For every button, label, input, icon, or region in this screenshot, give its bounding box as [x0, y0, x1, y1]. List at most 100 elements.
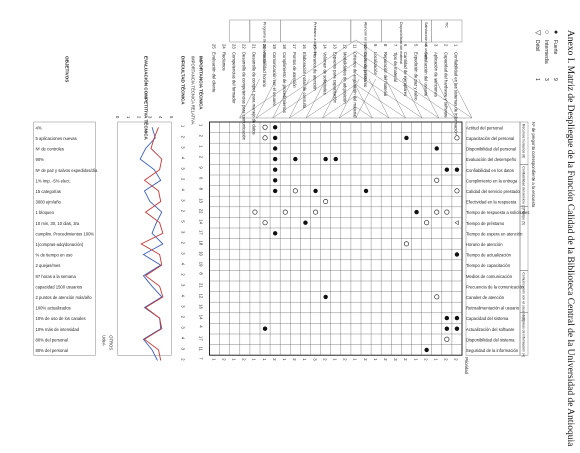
technical-characteristic: Tiempo de actualización — [466, 253, 512, 258]
importance-value: 22 — [199, 209, 204, 214]
difficulty-value: 2 — [181, 178, 186, 181]
roof-diagonal — [338, 78, 360, 119]
priority-value: 1 — [282, 358, 287, 361]
strong-relation-mark — [424, 347, 429, 353]
priority-value: 1 — [302, 358, 307, 361]
importance-value: 18 — [199, 241, 204, 246]
priority-value: 1 — [252, 358, 257, 361]
question-number: 1 — [454, 44, 459, 47]
importance-value: 1 — [199, 145, 204, 148]
medium-relation-mark — [282, 209, 288, 215]
importance-value: 6 — [199, 177, 204, 180]
technical-characteristic: Actitud del personal — [466, 125, 503, 130]
roof-diagonal — [402, 78, 423, 119]
strong-relation-mark — [454, 252, 460, 257]
strong-relation-mark — [272, 178, 278, 183]
importance-value: 19 — [199, 262, 204, 267]
priority-value: 1 — [211, 358, 216, 361]
objective-value: 2 quejas/mes — [36, 263, 61, 268]
priority-value: 2 — [454, 358, 459, 361]
importance-value: 14 — [199, 219, 204, 224]
priority-value: 2 — [383, 358, 388, 361]
medium-relation-mark — [424, 220, 430, 226]
question-number: 19 — [272, 44, 277, 49]
question-number: 25 — [211, 44, 216, 49]
importance-value: 8 — [199, 272, 204, 275]
medium-relation-mark — [444, 209, 450, 215]
chart-tick-label: 2 — [137, 116, 142, 119]
competitive-title: EVALUACIÓN COMPETITIVA TÉCNICA — [144, 56, 151, 141]
difficulty-value: 4 — [181, 295, 186, 298]
objective-value: 100% actualizados — [36, 306, 71, 311]
requirement-label: Horarios de atención — [312, 52, 317, 91]
strong-relation-mark — [272, 156, 278, 162]
question-number: 22 — [242, 44, 247, 49]
requirements-block: Confiabilidad en los sistemas de informa… — [211, 19, 463, 141]
medium-relation-mark — [444, 336, 450, 342]
bottom-evaluation-block: IMPORTANCIA TÉCNICA121296813221417181019… — [33, 56, 206, 361]
roof-diagonal — [289, 78, 310, 119]
priority-value: 3 — [393, 358, 398, 361]
medium-relation-mark — [434, 177, 440, 183]
requirement-label: Aplicación de sanciones — [434, 52, 439, 97]
strong-relation-mark — [323, 294, 328, 300]
question-number: 17 — [292, 44, 297, 49]
difficulty-value: 3 — [181, 305, 186, 308]
importance-value: 17 — [199, 336, 204, 341]
priority-value: 1 — [333, 358, 338, 361]
technical-characteristic: Capacidad del sistema — [466, 316, 509, 321]
priority-value: 2 — [272, 358, 277, 361]
technical-characteristic: Capacitación del personal — [466, 136, 514, 141]
technical-characteristic: Horario de atención — [466, 242, 503, 247]
legend-label: Débil — [534, 40, 540, 51]
priority-value: 1 — [413, 358, 418, 361]
legend-value: 3 — [543, 78, 549, 81]
technical-characteristic: Disponibilidad del personal — [466, 147, 516, 152]
importance-value: 2 — [199, 156, 204, 159]
objective-value: Nº de paz y salvos expedidos/día — [36, 168, 98, 173]
roof-line — [355, 50, 456, 119]
medium-relation-mark — [454, 135, 460, 141]
difficulty-value: 3 — [181, 252, 186, 255]
question-number: 18 — [282, 44, 287, 49]
legend-value: 1 — [534, 78, 540, 81]
roof-line — [355, 106, 373, 119]
importance-value: 11 — [199, 347, 204, 352]
difficulty-value: 3 — [181, 199, 186, 202]
roof-line — [339, 106, 356, 119]
question-number: 6 — [403, 44, 408, 47]
roof-diagonal — [255, 78, 277, 119]
requirement-label: Capacidad del hardware y software — [444, 52, 449, 118]
priority-value: 2 — [322, 358, 327, 361]
importance-value: 2 — [199, 135, 204, 138]
question-number: 13 — [333, 44, 338, 49]
importance-value: 10 — [199, 251, 204, 256]
strong-relation-mark — [414, 209, 419, 215]
requirement-label: Espacios para capacitación — [333, 52, 338, 104]
technical-characteristic: Efectividad en la respuesta — [466, 200, 517, 205]
chart-tick-label: 3 — [147, 116, 152, 119]
importance-value: 1 — [199, 124, 204, 127]
requirement-label: Desarrollo de compet. para manejo de dat… — [252, 52, 257, 135]
technical-characteristic: Medios de comunicación — [466, 274, 513, 279]
requirement-label: Competencias del formador — [232, 52, 237, 104]
medium-relation-mark — [262, 135, 268, 141]
importance-value: 4 — [199, 325, 204, 328]
chart-tick-label: 4 — [158, 116, 163, 119]
question-number: 8 — [383, 44, 388, 47]
column-group-label: Recursos humanos (8) — [522, 124, 526, 158]
objective-value: 80% del personal — [36, 348, 68, 353]
question-number: 21 — [252, 44, 257, 49]
question-number: 11 — [353, 44, 358, 49]
legend-symbol: ○ — [543, 30, 550, 34]
chart-tick-label: 5 — [169, 116, 174, 119]
difficulty-value: 2 — [181, 273, 186, 276]
difficulty-value: 2 — [181, 242, 186, 245]
importance-header: IMPORTANCIA TÉCNICA — [199, 56, 206, 110]
objective-value: 10% más de intensidad — [36, 327, 80, 332]
question-number: 7 — [393, 44, 398, 47]
requirement-label: Modalidades de adquisición — [343, 52, 348, 104]
technical-characteristic: Tiempo de espera en atención — [466, 231, 523, 236]
requirement-label: Elaboración notas de consulta — [302, 52, 307, 109]
difficulty-header: DIFICULTAD TÉCNICA — [181, 56, 188, 105]
